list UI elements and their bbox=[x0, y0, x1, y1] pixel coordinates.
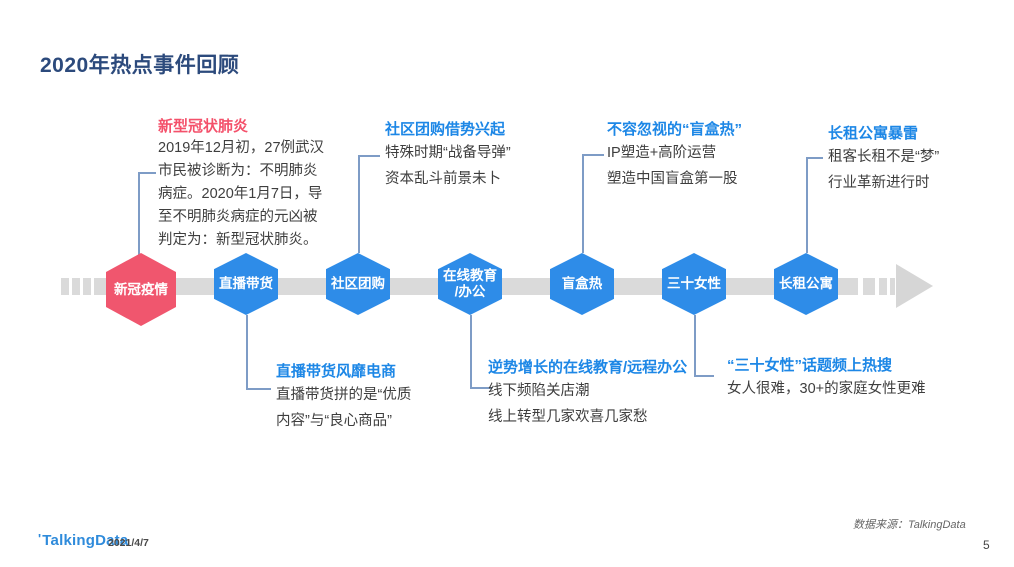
annotation-line: 内容”与“良心商品” bbox=[276, 413, 392, 429]
timeline-node-covid[interactable]: 新冠疫情 bbox=[106, 253, 176, 326]
connector-line bbox=[138, 172, 140, 258]
connector-line bbox=[694, 315, 696, 376]
node-label: 长租公寓 bbox=[779, 276, 833, 291]
annotation-title: 逆势增长的在线教育/远程办公 bbox=[488, 359, 688, 376]
connector-line bbox=[806, 157, 823, 159]
annotation-line: 至不明肺炎病症的元凶被 bbox=[158, 209, 318, 225]
annotation-line: 行业革新进行时 bbox=[828, 175, 930, 191]
timeline-dash bbox=[890, 278, 895, 295]
annotation-line: 塑造中国盲盒第一股 bbox=[607, 171, 738, 187]
annotation-line: 判定为：新型冠状肺炎。 bbox=[158, 232, 318, 248]
annotation-title: “三十女性”话题频上热搜 bbox=[727, 357, 893, 374]
connector-line bbox=[470, 315, 472, 388]
footer-date: 2021/4/7 bbox=[108, 537, 149, 549]
node-label-line2: /办公 bbox=[454, 284, 486, 299]
node-label: 社区团购 bbox=[331, 276, 385, 291]
timeline-dash bbox=[72, 278, 80, 295]
timeline-node-blindbox[interactable]: 盲盒热 bbox=[550, 253, 614, 315]
annotation-title: 直播带货风靡电商 bbox=[276, 363, 397, 380]
annotation-title: 长租公寓暴雷 bbox=[828, 125, 919, 142]
timeline-arrow-icon bbox=[896, 264, 933, 308]
annotation-title: 不容忽视的“盲盒热” bbox=[607, 121, 743, 138]
connector-line bbox=[246, 315, 248, 389]
connector-line bbox=[138, 172, 156, 174]
annotation-line: 租客长租不是“梦” bbox=[828, 149, 940, 165]
talkingdata-logo: TalkingData bbox=[38, 532, 128, 549]
annotation-line: 病症。2020年1月7日，导 bbox=[158, 186, 323, 202]
annotation-line: 2019年12月初，27例武汉 bbox=[158, 140, 325, 156]
annotation-blindbox: 不容忽视的“盲盒热” IP塑造+高阶运营 塑造中国盲盒第一股 bbox=[607, 120, 817, 192]
node-label: 在线教育 bbox=[443, 268, 497, 283]
annotation-apartment: 长租公寓暴雷 租客长租不是“梦” 行业革新进行时 bbox=[828, 124, 1008, 196]
connector-line bbox=[694, 375, 714, 377]
timeline-dash bbox=[83, 278, 91, 295]
connector-line bbox=[470, 387, 492, 389]
annotation-title: 新型冠状肺炎 bbox=[158, 118, 249, 135]
connector-line bbox=[582, 154, 584, 253]
timeline-node-apartment[interactable]: 长租公寓 bbox=[774, 253, 838, 315]
annotation-line: 市民被诊断为：不明肺炎 bbox=[158, 163, 318, 179]
connector-line bbox=[358, 155, 360, 253]
timeline-dash bbox=[863, 278, 875, 295]
page-title: 2020年热点事件回顾 bbox=[40, 54, 240, 77]
annotation-line: 直播带货拼的是“优质 bbox=[276, 387, 412, 403]
timeline-node-women30[interactable]: 三十女性 bbox=[662, 253, 726, 315]
timeline-dash bbox=[879, 278, 887, 295]
annotation-women30: “三十女性”话题频上热搜 女人很难，30+的家庭女性更难 bbox=[727, 356, 977, 402]
node-label: 三十女性 bbox=[667, 276, 721, 291]
timeline-node-groupbuy[interactable]: 社区团购 bbox=[326, 253, 390, 315]
annotation-online-edu: 逆势增长的在线教育/远程办公 线下频陷关店潮 线上转型几家欢喜几家愁 bbox=[488, 358, 718, 430]
annotation-title: 社区团购借势兴起 bbox=[385, 121, 506, 138]
annotation-line: 线上转型几家欢喜几家愁 bbox=[488, 409, 648, 425]
annotation-line: 特殊时期“战备导弹” bbox=[385, 145, 511, 161]
connector-line bbox=[582, 154, 604, 156]
node-label: 新冠疫情 bbox=[114, 281, 168, 297]
node-label: 盲盒热 bbox=[561, 276, 603, 291]
annotation-groupbuy: 社区团购借势兴起 特殊时期“战备导弹” 资本乱斗前景未卜 bbox=[385, 120, 595, 192]
timeline-dash bbox=[61, 278, 69, 295]
timeline-node-online-edu[interactable]: 在线教育 /办公 bbox=[438, 253, 502, 315]
node-label: 直播带货 bbox=[219, 276, 273, 291]
page-number: 5 bbox=[983, 538, 990, 552]
annotation-line: 女人很难，30+的家庭女性更难 bbox=[727, 381, 926, 397]
annotation-line: 线下频陷关店潮 bbox=[488, 383, 590, 399]
connector-line bbox=[246, 388, 271, 390]
timeline-node-livestream[interactable]: 直播带货 bbox=[214, 253, 278, 315]
connector-line bbox=[358, 155, 380, 157]
connector-line bbox=[806, 157, 808, 253]
annotation-line: 资本乱斗前景未卜 bbox=[385, 171, 501, 187]
annotation-line: IP塑造+高阶运营 bbox=[607, 145, 717, 161]
data-source-note: 数据来源：TalkingData bbox=[853, 519, 966, 531]
annotation-livestream: 直播带货风靡电商 直播带货拼的是“优质 内容”与“良心商品” bbox=[276, 362, 476, 434]
annotation-covid: 新型冠状肺炎 2019年12月初，27例武汉 市民被诊断为：不明肺炎 病症。20… bbox=[158, 117, 390, 252]
